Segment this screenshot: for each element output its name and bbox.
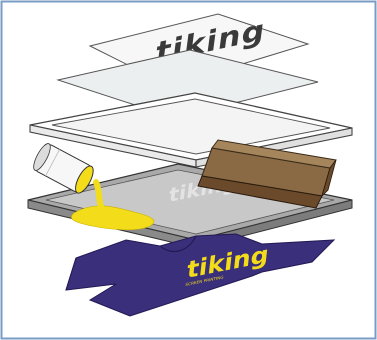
screen-printing-diagram: tiking SCREEN PRINTING tiking bbox=[0, 0, 377, 340]
illustration-frame: tiking SCREEN PRINTING tiking bbox=[0, 0, 377, 340]
